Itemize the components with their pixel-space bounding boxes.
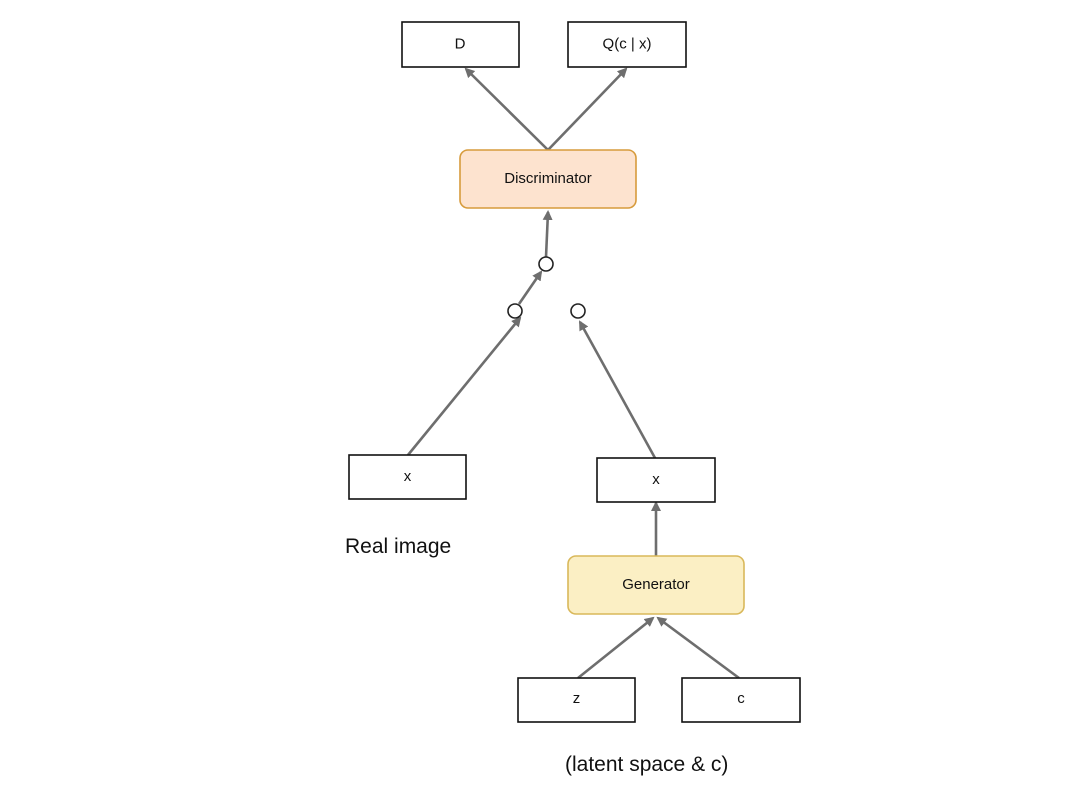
generated-x-box: x <box>596 457 716 503</box>
switch-generated-node <box>570 303 586 319</box>
edge-discriminator-to-q <box>547 67 628 151</box>
discriminator-label: Discriminator <box>504 170 592 187</box>
q-output-label: Q(c | x) <box>603 35 652 52</box>
switch-real-node <box>507 303 523 319</box>
edge-real-x-to-switch <box>406 316 522 456</box>
z-input-label: z <box>573 690 581 707</box>
edge-generated-x-to-switch <box>578 320 657 459</box>
real-x-label: x <box>404 468 412 485</box>
edge-c-to-generator <box>656 616 740 680</box>
generated-x-label: x <box>652 471 660 488</box>
switch-nodes <box>507 256 586 319</box>
d-output-box: D <box>401 21 520 68</box>
discriminator-box: Discriminator <box>459 149 637 209</box>
edge-discriminator-to-d <box>464 67 549 151</box>
latent-space-caption: (latent space & c) <box>565 753 728 776</box>
edge-z-to-generator <box>577 616 655 680</box>
d-output-label: D <box>455 35 466 52</box>
generator-box: Generator <box>567 555 745 615</box>
generator-label: Generator <box>622 576 690 593</box>
edges <box>406 67 740 680</box>
switch-output-node <box>538 256 554 272</box>
c-input-label: c <box>737 690 745 707</box>
edge-real-switch-to-output-switch <box>517 270 543 305</box>
z-input-box: z <box>517 677 636 723</box>
real-image-caption: Real image <box>345 535 451 558</box>
real-x-box: x <box>348 454 467 500</box>
c-input-box: c <box>681 677 801 723</box>
q-output-box: Q(c | x) <box>567 21 687 68</box>
edge-switch-to-discriminator <box>542 210 553 258</box>
